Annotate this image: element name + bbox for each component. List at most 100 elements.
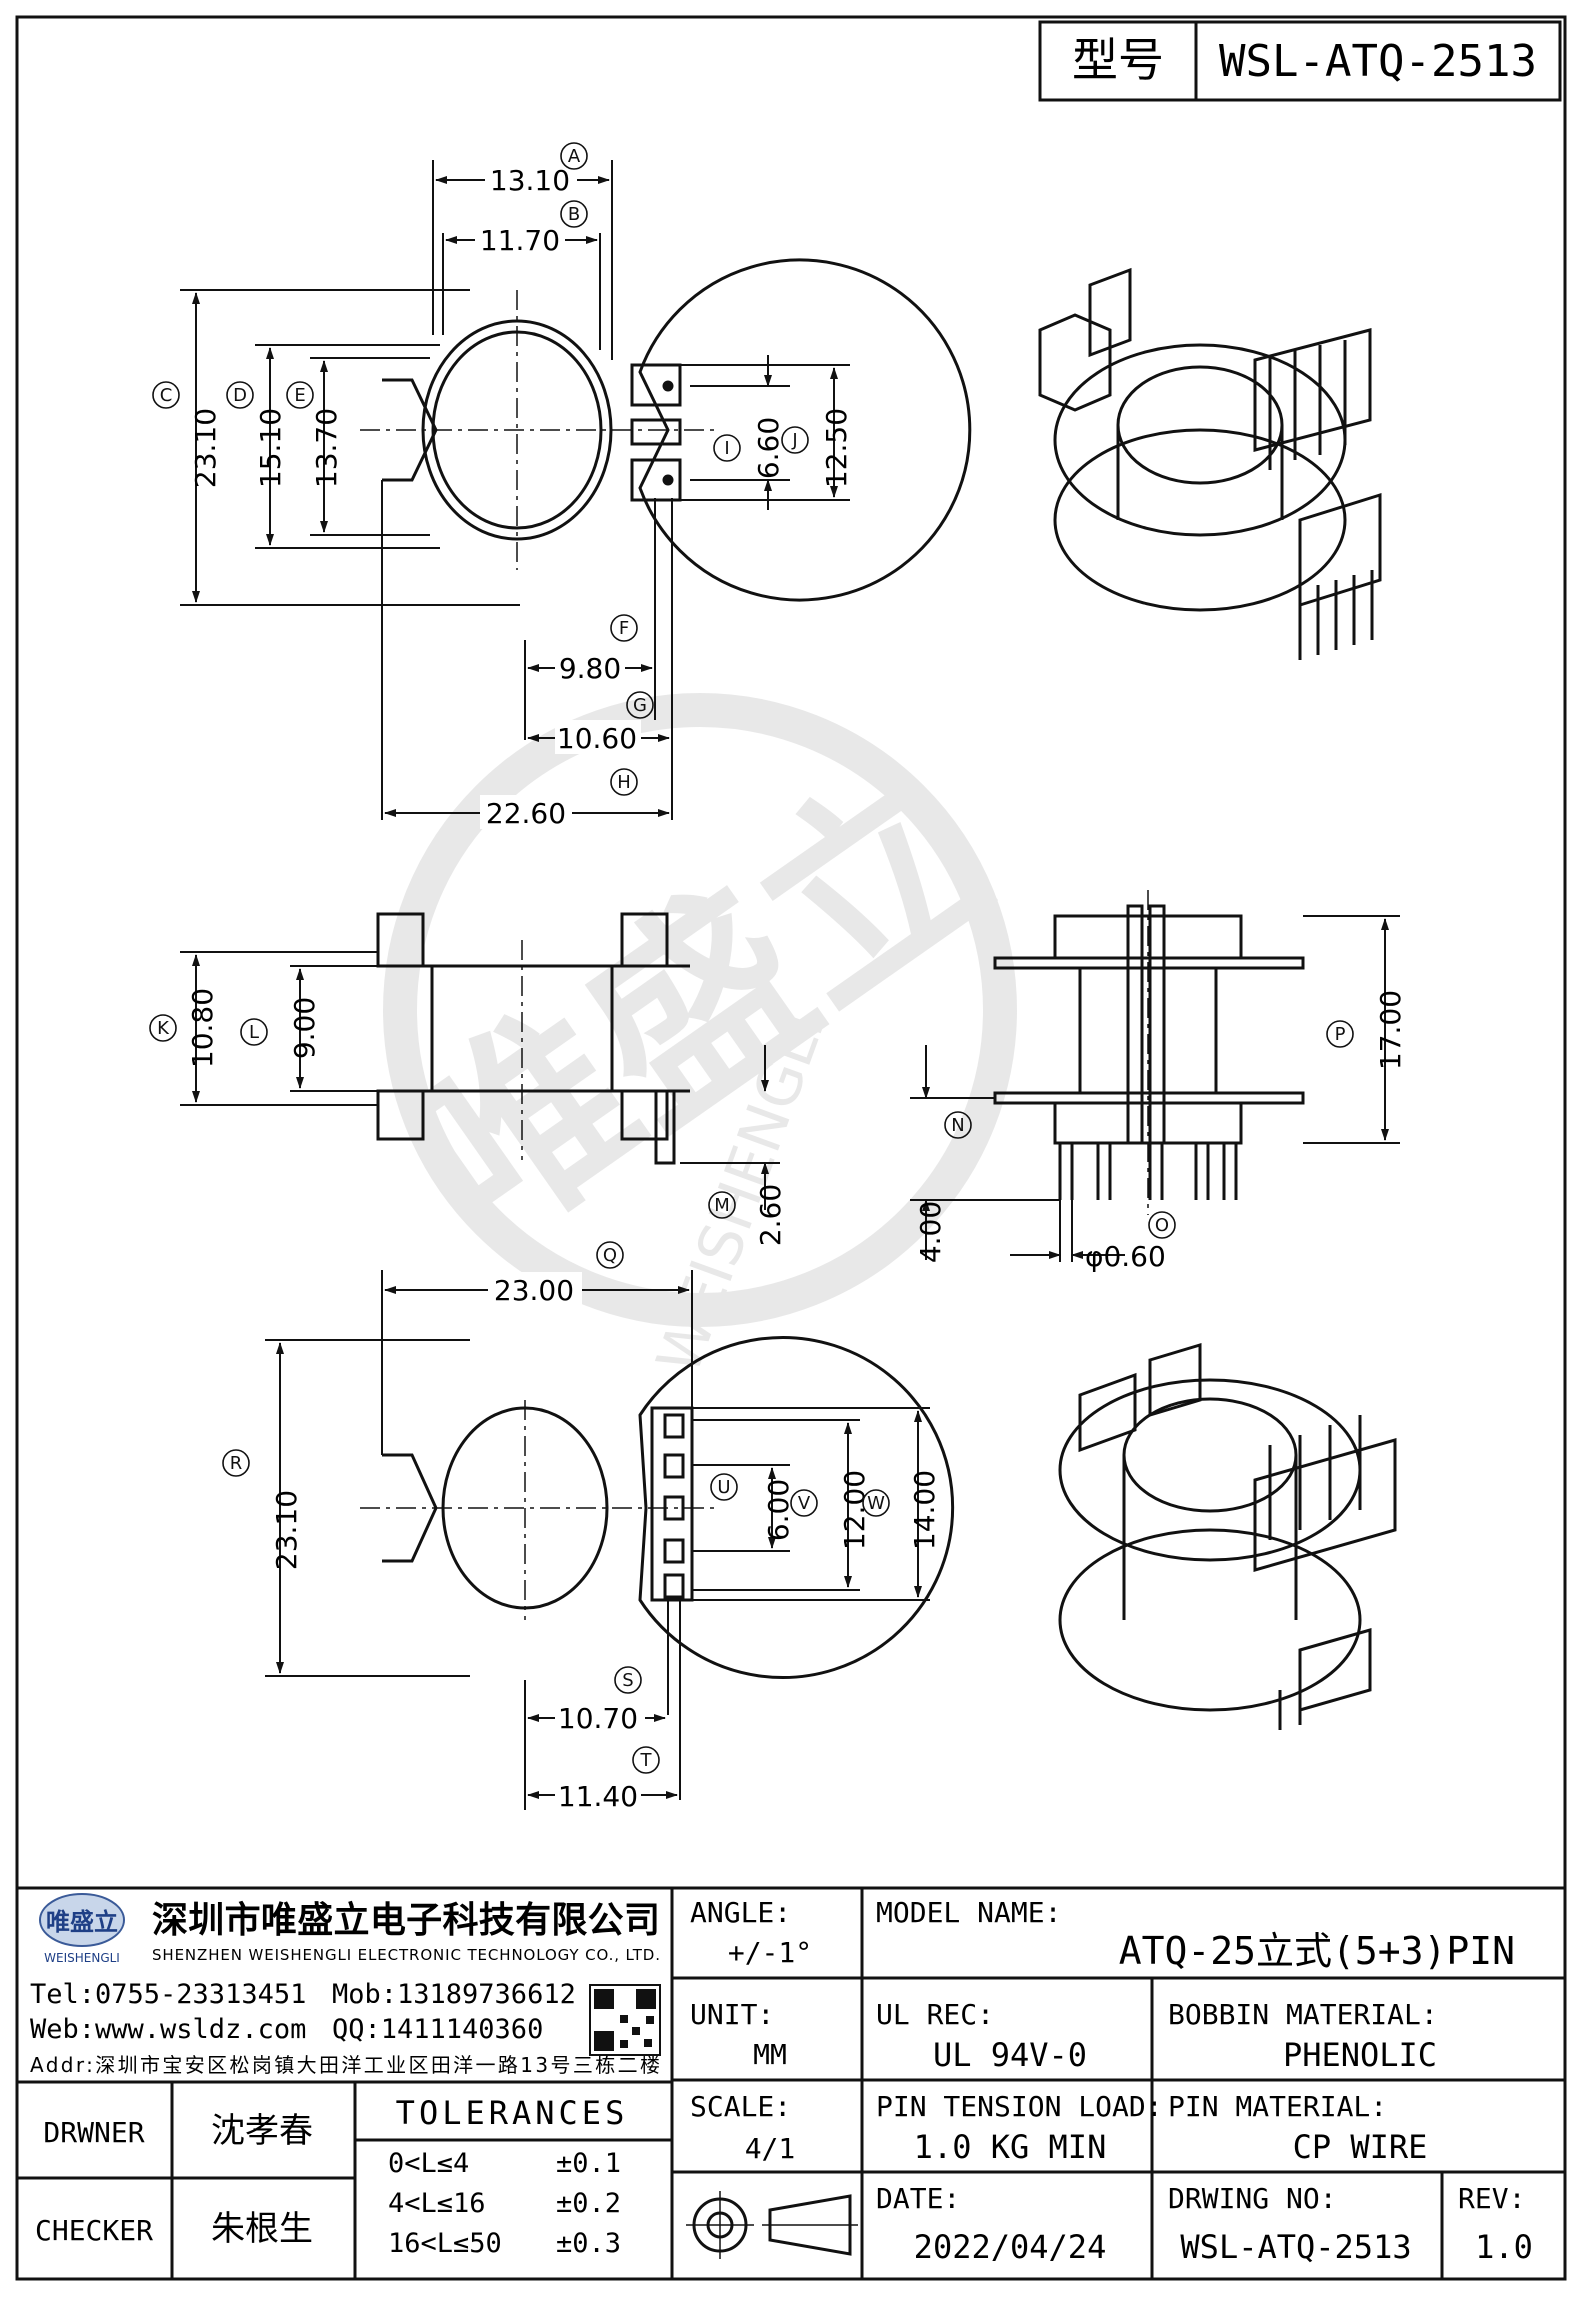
model-label: MODEL NAME: <box>876 1896 1061 1929</box>
company-name-en: SHENZHEN WEISHENGLI ELECTRONIC TECHNOLOG… <box>152 1946 660 1964</box>
type-label: 型号 <box>1072 33 1164 87</box>
front-view <box>376 912 690 1165</box>
dim-S-value: 10.70 <box>558 1702 638 1735</box>
tension-label: PIN TENSION LOAD: <box>876 2090 1163 2123</box>
tag-T: T <box>640 1750 653 1771</box>
tag-N: N <box>951 1115 964 1136</box>
date-value: 2022/04/24 <box>914 2228 1107 2266</box>
dim-U-value: 6.00 <box>762 1479 795 1541</box>
bobbin-value: PHENOLIC <box>1283 2036 1437 2074</box>
tolerances-label: TOLERANCES <box>396 2094 629 2132</box>
tag-E: E <box>294 385 305 406</box>
ul-label: UL REC: <box>876 1998 994 2031</box>
tol-range-2: 4<L≤16 <box>388 2188 486 2219</box>
dim-A-value: 13.10 <box>490 164 570 197</box>
date-label: DATE: <box>876 2182 960 2215</box>
dim-C-value: 23.10 <box>189 408 222 488</box>
top-view-dimensions <box>180 160 850 817</box>
tag-Q: Q <box>603 1245 617 1266</box>
logo-text: 唯盛立 <box>46 1908 118 1936</box>
bobbin-label: BOBBIN MATERIAL: <box>1168 1998 1438 2031</box>
dim-O-value: φ0.60 <box>1085 1240 1166 1273</box>
company-web: Web:www.wsldz.com <box>30 2014 306 2045</box>
tag-A: A <box>568 146 581 167</box>
angle-value: +/-1° <box>728 1936 812 1969</box>
pin-material-label: PIN MATERIAL: <box>1168 2090 1387 2123</box>
dim-P-value: 17.00 <box>1374 990 1407 1070</box>
isometric-view-top <box>1038 267 1382 660</box>
tol-range-3: 16<L≤50 <box>388 2228 502 2259</box>
company-name-cn: 深圳市唯盛立电子科技有限公司 <box>152 1900 660 1941</box>
tag-L: L <box>249 1022 259 1043</box>
watermark: 唯盛立 WEISHENGLI <box>370 693 1027 1383</box>
tag-C: C <box>160 385 173 406</box>
tag-B: B <box>568 204 580 225</box>
outer-border <box>15 15 1567 2281</box>
dim-F-value: 9.80 <box>559 652 621 685</box>
isometric-view-bottom <box>1058 1342 1397 1730</box>
tag-I: I <box>724 438 729 459</box>
qr-code <box>589 1984 661 2056</box>
rev-label: REV: <box>1458 2182 1525 2215</box>
model-value: ATQ-25立式(5+3)PIN <box>1119 1929 1515 1973</box>
company-mob: Mob:13189736612 <box>332 1979 576 2010</box>
side-view <box>993 890 1305 1215</box>
tag-J: J <box>791 430 797 451</box>
tag-W: W <box>867 1493 885 1514</box>
tol-value-1: ±0.1 <box>556 2148 621 2179</box>
company-tel: Tel:0755-23313451 <box>30 1979 306 2010</box>
dim-J-value: 12.50 <box>820 408 853 488</box>
tag-S: S <box>622 1670 633 1691</box>
tol-value-2: ±0.2 <box>556 2188 621 2219</box>
side-view-labels: 17.00 4.00 φ0.60 <box>914 990 1407 1273</box>
front-view-dimensions <box>180 951 780 1210</box>
tag-U: U <box>717 1477 730 1498</box>
tag-R: R <box>230 1453 243 1474</box>
tag-V: V <box>798 1493 811 1514</box>
dim-N-value: 4.00 <box>914 1201 947 1263</box>
bottom-view <box>360 1336 955 1800</box>
company-qq: QQ:1411140360 <box>332 2014 543 2045</box>
scale-label: SCALE: <box>690 2090 791 2123</box>
drawner-value: 沈孝春 <box>211 2111 313 2151</box>
dim-G-value: 10.60 <box>557 722 637 755</box>
dim-E-value: 13.70 <box>310 408 343 488</box>
header-box: 型号 WSL-ATQ-2513 <box>1038 20 1562 102</box>
bottom-view-labels: 23.00 23.10 6.00 12.00 14.00 10.70 11.40 <box>270 1272 941 1813</box>
title-block-text: ANGLE: +/-1° MODEL NAME: ATQ-25立式(5+3)PI… <box>35 1896 1533 2266</box>
company-logo: 唯盛立 WEISHENGLI <box>39 1893 125 1965</box>
dim-W-value: 14.00 <box>908 1470 941 1550</box>
dimension-tags: A B C D E I J F G H K L M N O P Q R U V … <box>149 142 1354 1774</box>
tag-M: M <box>714 1195 730 1216</box>
dim-M-value: 2.60 <box>754 1184 787 1246</box>
part-number: WSL-ATQ-2513 <box>1219 36 1537 87</box>
top-view <box>360 258 972 820</box>
drawing-no-label: DRWING NO: <box>1168 2182 1337 2215</box>
tol-range-1: 0<L≤4 <box>388 2148 469 2179</box>
scale-value: 4/1 <box>745 2132 796 2165</box>
checker-value: 朱根生 <box>211 2209 313 2249</box>
unit-value: MM <box>753 2038 787 2071</box>
top-view-labels: 13.10 11.70 23.10 15.10 13.70 6.60 12.50… <box>189 160 853 830</box>
angle-label: ANGLE: <box>690 1896 791 1929</box>
tol-value-3: ±0.3 <box>556 2228 621 2259</box>
logo-sub: WEISHENGLI <box>44 1951 120 1965</box>
pin-material-value: CP WIRE <box>1293 2128 1428 2166</box>
company-addr: Addr:深圳市宝安区松岗镇大田洋工业区田洋一路13号三栋二楼 <box>30 2053 660 2077</box>
side-view-dimensions <box>910 915 1400 1262</box>
dim-V-value: 12.00 <box>838 1470 871 1550</box>
tag-D: D <box>233 385 247 406</box>
front-view-labels: 10.80 9.00 2.60 <box>186 988 787 1246</box>
dim-L-value: 9.00 <box>288 997 321 1059</box>
tag-G: G <box>633 695 647 716</box>
dim-T-value: 11.40 <box>558 1780 638 1813</box>
tag-F: F <box>619 618 629 639</box>
tag-K: K <box>157 1018 170 1039</box>
dim-B-value: 11.70 <box>480 224 560 257</box>
tag-P: P <box>1335 1024 1346 1045</box>
unit-label: UNIT: <box>690 1998 774 2031</box>
projection-symbol <box>686 2191 858 2259</box>
drawner-label: DRWNER <box>43 2116 144 2149</box>
title-block-lines <box>17 1886 1565 2279</box>
